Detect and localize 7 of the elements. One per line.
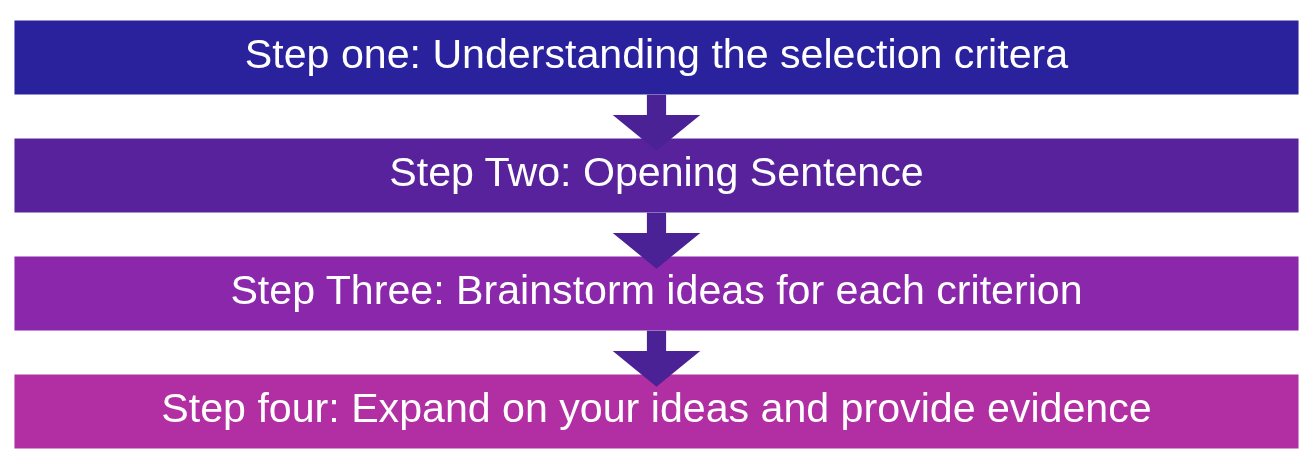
node-box: Step Two: Opening Sentence [14,137,1299,213]
node-box: Step four: Expand on your ideas and provide evidence [14,373,1299,448]
arrow [612,212,701,269]
node-box: Step one: Understanding the selection critera [14,20,1299,95]
arrow [612,330,701,387]
node-box: Step Three: Brainstorm ideas for each criterion [14,255,1299,331]
arrow [612,94,701,151]
